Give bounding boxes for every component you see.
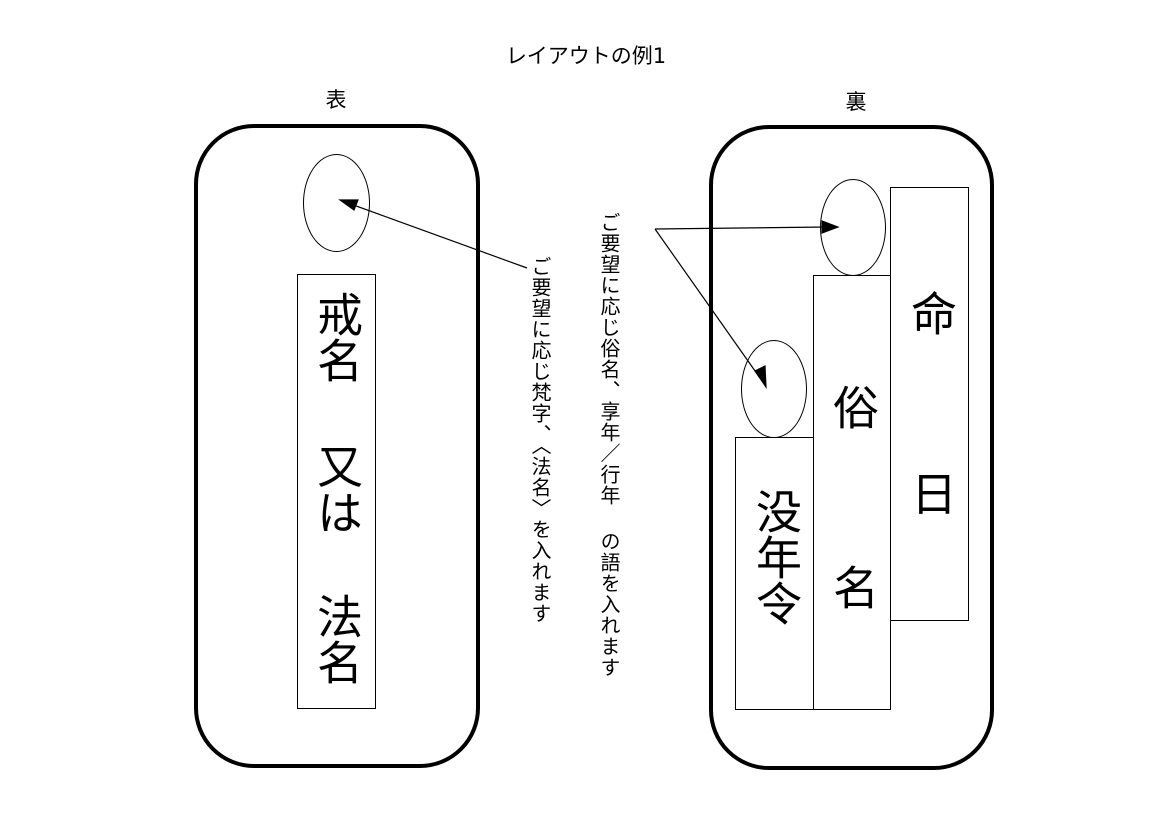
front-line-mataha: 又は xyxy=(310,443,364,535)
back-text-zokumyo: 俗 名 xyxy=(826,384,880,654)
back-label: 裏 xyxy=(845,90,867,114)
front-annotation: ご要望に応じ梵字、〈法名〉を入れます xyxy=(528,256,552,624)
back-lower-circle xyxy=(741,340,807,438)
front-line-kaimyo: 戒名 xyxy=(310,291,364,383)
back-arrow-upper-head xyxy=(821,220,840,234)
back-text-botsunenrei: 没年令 xyxy=(749,488,803,626)
front-bonji-circle xyxy=(303,154,370,252)
back-panel-meinichi: 命 日 xyxy=(890,187,969,621)
diagram-title: レイアウトの例1 xyxy=(505,44,667,68)
back-text-meinichi: 命 日 xyxy=(904,290,958,560)
back-arrow-lower-line xyxy=(654,228,761,379)
back-annotation: ご要望に応じ俗名、享年／行年 の語を入れます xyxy=(597,212,621,678)
front-name-panel: 戒名 又は 法名 xyxy=(297,274,376,709)
front-arrow-line xyxy=(347,202,528,269)
back-panel-zokumyo: 俗 名 xyxy=(813,275,891,710)
back-arrow-upper-line xyxy=(654,226,829,230)
back-arrow-lower-head xyxy=(754,365,767,390)
back-panel-botsunenrei: 没年令 xyxy=(735,437,814,710)
front-line-houmyo: 法名 xyxy=(310,593,364,685)
front-label: 表 xyxy=(325,88,347,112)
front-arrow-head xyxy=(338,199,359,211)
